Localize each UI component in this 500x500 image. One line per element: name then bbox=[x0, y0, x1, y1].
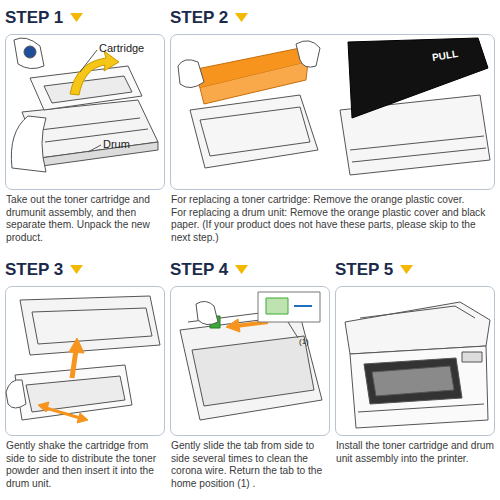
step-heading: STEP 3 bbox=[5, 258, 63, 282]
triangle-shape bbox=[70, 13, 83, 22]
step-heading-row: STEP 3 bbox=[5, 258, 165, 282]
step-heading: STEP 5 bbox=[335, 258, 393, 282]
instruction-line: Gently slide the tab from side to side s… bbox=[171, 440, 329, 490]
heading-triangle bbox=[400, 265, 413, 275]
instruction-line: Gently shake the cartridge from side to … bbox=[6, 440, 164, 490]
instruction-text: Gently slide the tab from side to side s… bbox=[171, 440, 329, 490]
step-heading: STEP 4 bbox=[170, 258, 228, 282]
step-panel: STEP 5 Install the toner cartridge and dr… bbox=[335, 258, 495, 465]
instruction-line: For replacing a drum unit: Remove the or… bbox=[171, 207, 494, 245]
instruction-text: Install the toner cartridge and drum uni… bbox=[336, 440, 494, 465]
instruction-text: Gently shake the cartridge from side to … bbox=[6, 440, 164, 490]
instruction-text: For replacing a toner cartridge: Remove … bbox=[171, 194, 494, 244]
triangle-shape bbox=[70, 265, 83, 274]
heading-triangle bbox=[235, 265, 248, 275]
triangle-shape bbox=[235, 265, 248, 274]
part-label: Drum bbox=[103, 138, 130, 150]
instruction-line: Take out the toner cartridge and drumuni… bbox=[6, 194, 164, 244]
step-heading-row: STEP 4 bbox=[170, 258, 330, 282]
triangle-shape bbox=[235, 13, 248, 22]
instruction-line: Install the toner cartridge and drum uni… bbox=[336, 440, 494, 465]
step-heading-row: STEP 2 bbox=[170, 6, 495, 30]
step-panel: STEP 4 Gently slide the tab from side to … bbox=[170, 258, 330, 490]
part-label: Cartridge bbox=[99, 42, 144, 54]
step-heading: STEP 2 bbox=[170, 6, 228, 30]
instruction-line: For replacing a toner cartridge: Remove … bbox=[171, 194, 494, 207]
step-panel: STEP 1 Take out the toner cartridge and d… bbox=[5, 6, 165, 244]
step-heading-row: STEP 5 bbox=[335, 258, 495, 282]
part-label: (1) bbox=[299, 337, 309, 346]
triangle-shape bbox=[400, 265, 413, 274]
step-panel: STEP 3 Gently shake the cartridge from si… bbox=[5, 258, 165, 490]
panel-frame bbox=[5, 286, 165, 436]
heading-triangle bbox=[70, 13, 83, 23]
panel-frame bbox=[5, 34, 165, 190]
panel-frame bbox=[335, 286, 495, 436]
instruction-text: Take out the toner cartridge and drumuni… bbox=[6, 194, 164, 244]
step-panel: STEP 2 For replacing a toner cartridge: R… bbox=[170, 6, 495, 244]
panel-frame bbox=[170, 286, 330, 436]
heading-triangle bbox=[235, 13, 248, 23]
heading-triangle bbox=[70, 265, 83, 275]
step-heading: STEP 1 bbox=[5, 6, 63, 30]
step-heading-row: STEP 1 bbox=[5, 6, 165, 30]
